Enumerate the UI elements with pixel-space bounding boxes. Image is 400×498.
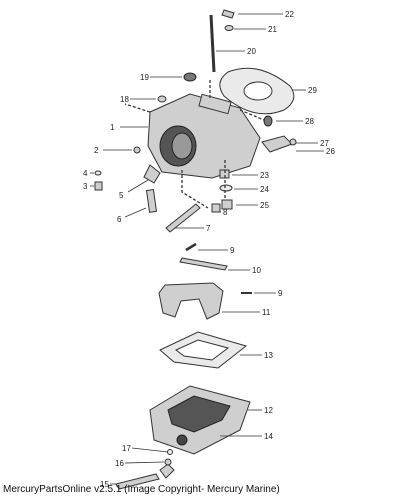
callout-2: 2 xyxy=(94,146,99,155)
parts-artwork xyxy=(94,9,297,490)
callout-5: 5 xyxy=(119,191,124,200)
callout-26: 26 xyxy=(326,147,335,156)
callout-25: 25 xyxy=(260,201,269,210)
callout-22: 22 xyxy=(285,10,294,19)
callout-9: 9 xyxy=(230,246,235,255)
callout-11: 11 xyxy=(262,308,271,317)
callout-15: 15 xyxy=(100,480,109,489)
callout-6: 6 xyxy=(117,215,122,224)
callout-14: 14 xyxy=(264,432,273,441)
callout-9-lower: 9 xyxy=(278,289,283,298)
callout-3: 3 xyxy=(83,182,88,191)
callout-leader-lines xyxy=(90,13,324,485)
callout-10: 10 xyxy=(252,266,261,275)
callout-7: 7 xyxy=(206,224,211,233)
callout-13: 13 xyxy=(264,351,273,360)
callout-16: 16 xyxy=(115,459,124,468)
callout-19: 19 xyxy=(140,73,149,82)
callout-4: 4 xyxy=(83,169,88,178)
callout-24: 24 xyxy=(260,185,269,194)
copyright-footer: MercuryPartsOnline v2.5.1 (Image Copyrig… xyxy=(3,484,280,495)
callout-27: 27 xyxy=(320,139,329,148)
callout-29: 29 xyxy=(308,86,317,95)
callout-1: 1 xyxy=(110,123,115,132)
callout-21: 21 xyxy=(268,25,277,34)
callout-12: 12 xyxy=(264,406,273,415)
callout-8: 8 xyxy=(223,208,228,217)
callout-numbers: 1 2 3 4 5 6 7 8 9 10 11 12 13 14 15 16 1… xyxy=(83,10,335,489)
callout-17: 17 xyxy=(122,444,131,453)
callout-20: 20 xyxy=(247,47,256,56)
callout-28: 28 xyxy=(305,117,314,126)
callout-23: 23 xyxy=(260,171,269,180)
callout-18: 18 xyxy=(120,95,129,104)
